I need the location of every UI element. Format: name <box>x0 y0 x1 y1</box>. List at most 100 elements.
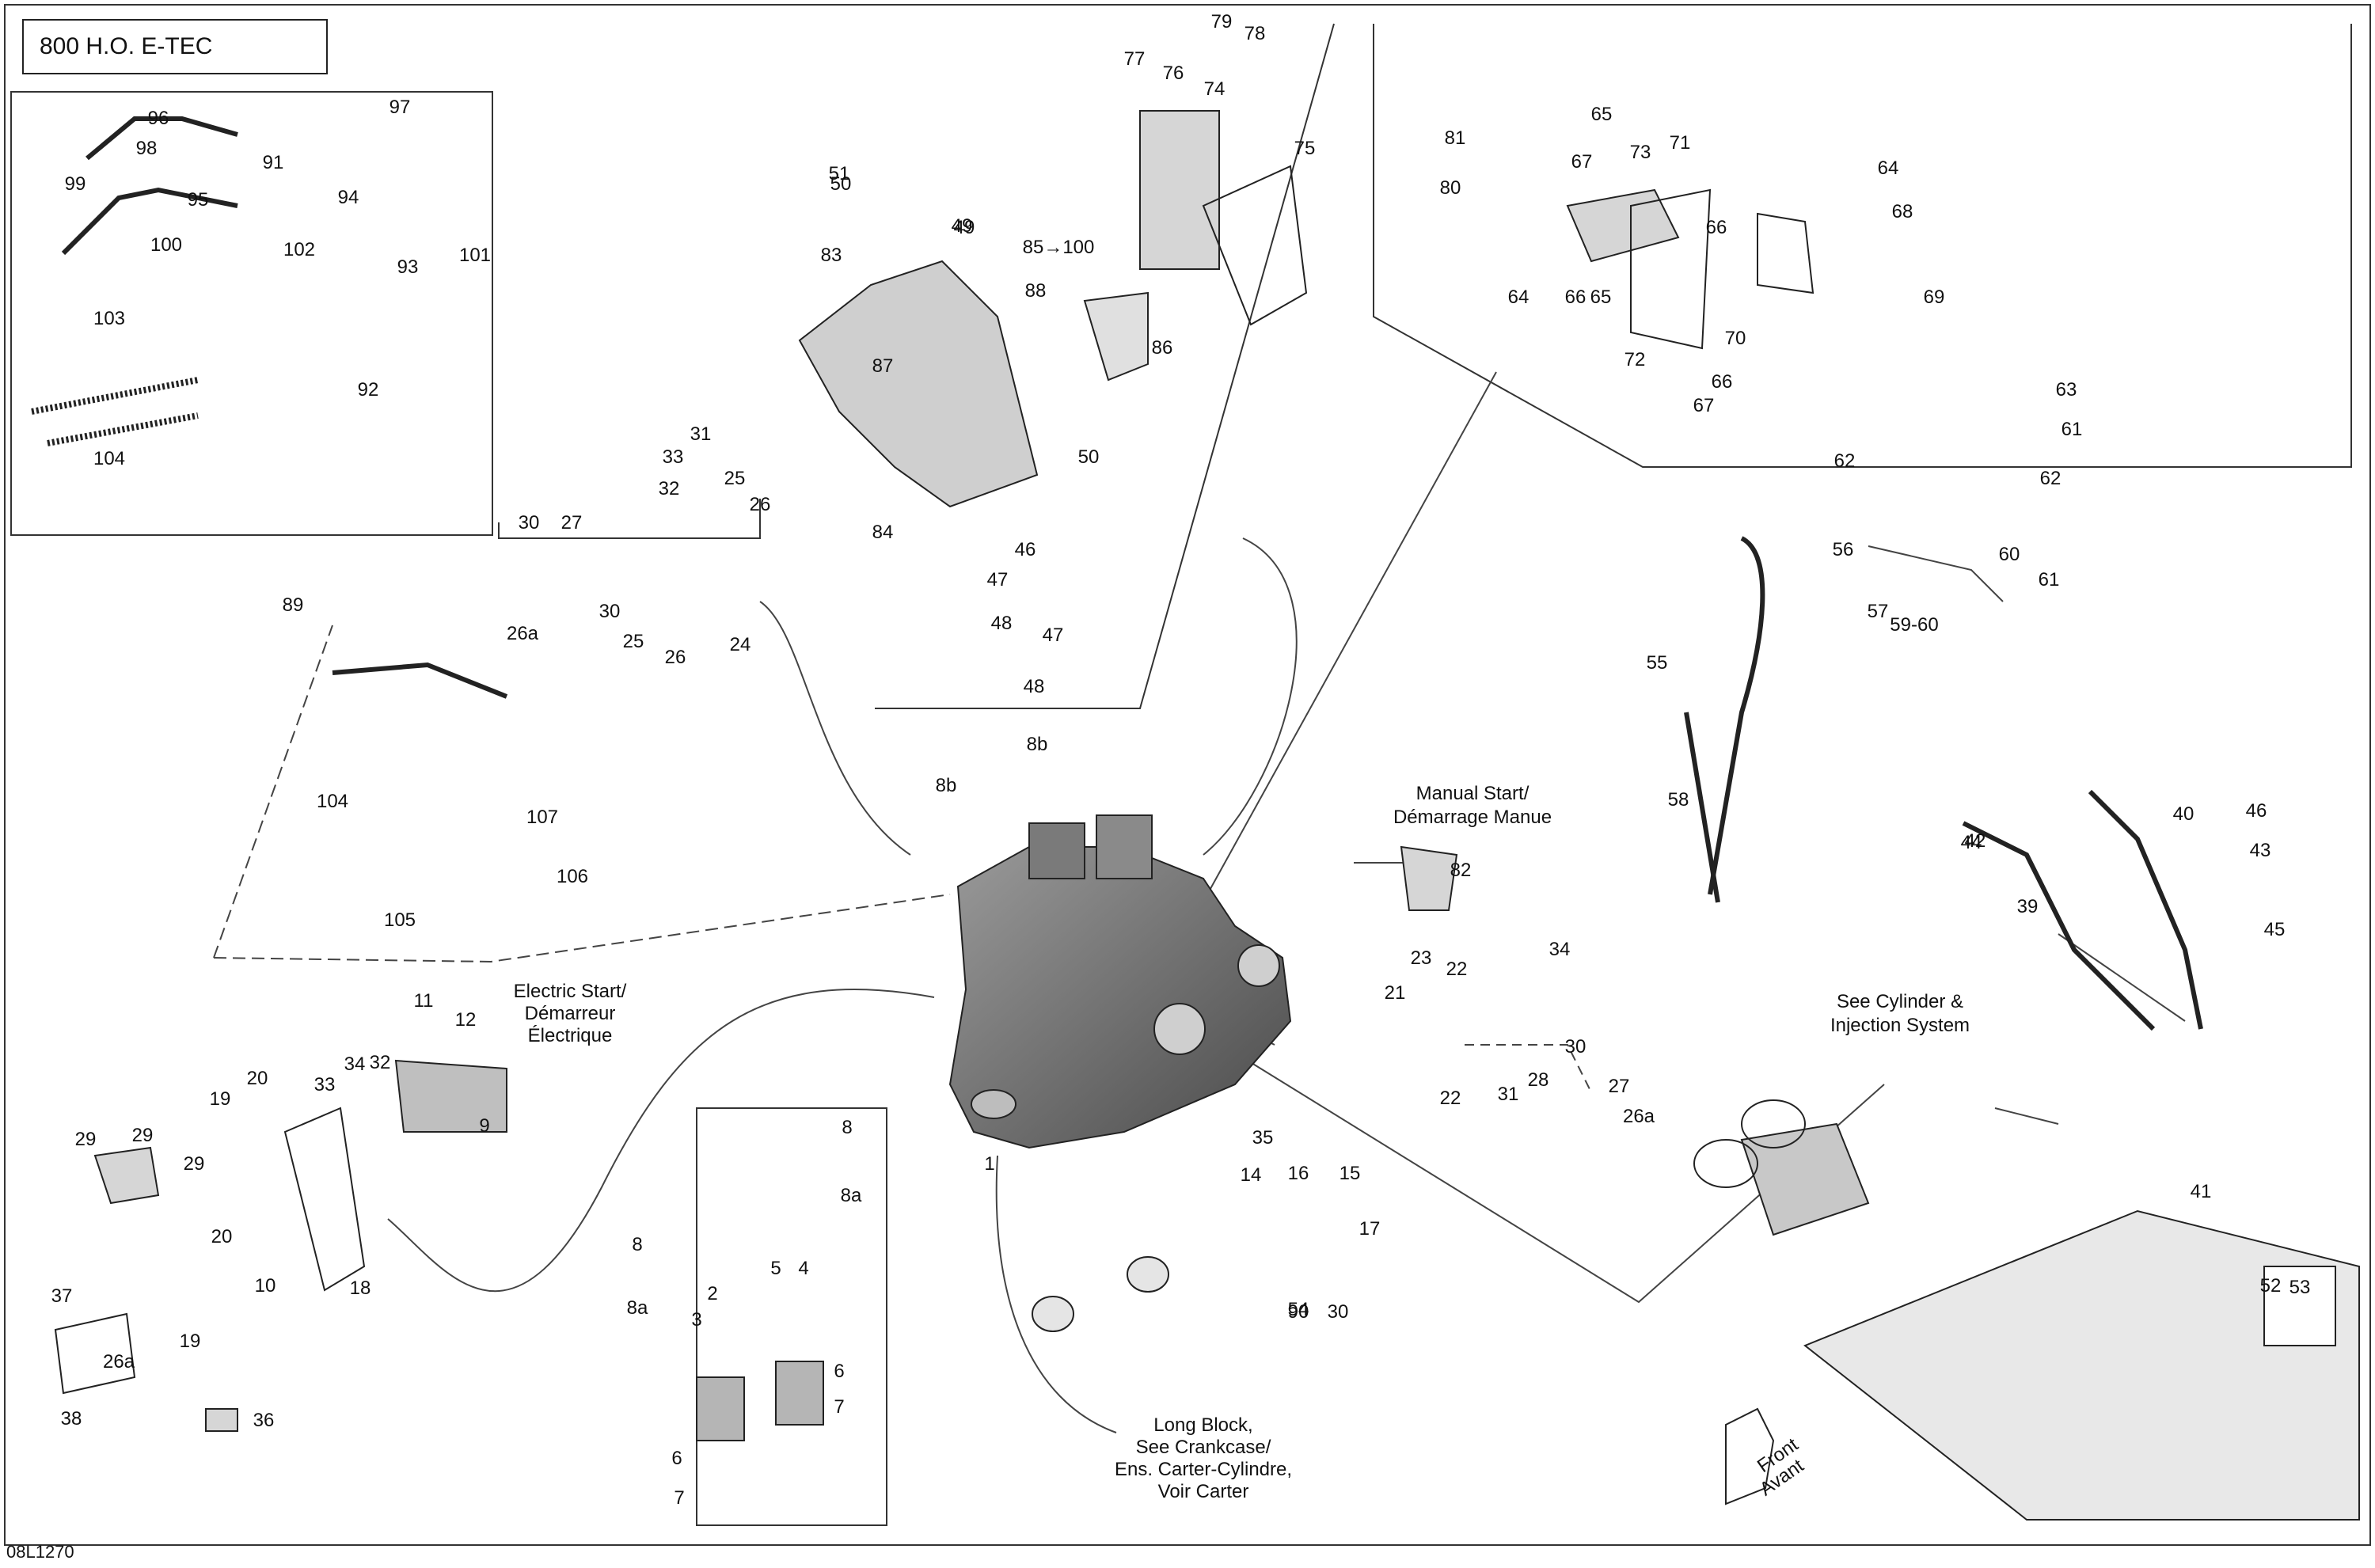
callout-label: 61 <box>2062 419 2083 440</box>
callout-label: 8b <box>1027 734 1048 755</box>
callout-label: 10 <box>255 1275 276 1297</box>
cylinder-note-2: Injection System <box>1830 1015 1970 1036</box>
callout-label: 77 <box>1124 48 1146 70</box>
callout-label: 6 <box>834 1361 844 1382</box>
callout-label: 7 <box>674 1487 684 1509</box>
callout-label: 33 <box>314 1074 336 1095</box>
callout-label: 86 <box>1152 337 1173 359</box>
callout-label: 34 <box>1549 939 1571 960</box>
callout-label: 74 <box>1204 78 1226 100</box>
callout-label: 4 <box>798 1258 808 1279</box>
callout-label: 29 <box>132 1125 154 1146</box>
callout-label: 100 <box>150 234 182 256</box>
callout-label: 25 <box>724 468 746 489</box>
callout-label: 15 <box>1340 1163 1361 1184</box>
ecm-bracket <box>1202 165 1308 326</box>
model-title-box: 800 H.O. E-TEC <box>22 19 328 74</box>
callout-label: 94 <box>338 187 359 208</box>
callout-label: 91 <box>263 152 284 173</box>
callout-label: 37 <box>51 1285 73 1307</box>
figure-code: 08L1270 <box>6 1542 74 1562</box>
callout-label: 60 <box>1999 544 2020 565</box>
model-title: 800 H.O. E-TEC <box>40 33 213 59</box>
module-62 <box>1566 188 1680 263</box>
callout-label: 17 <box>1359 1218 1381 1240</box>
callout-label: 65 <box>1590 287 1612 308</box>
callout-label: 101 <box>459 245 491 266</box>
callout-label: 80 <box>1440 177 1461 199</box>
callout-label: 64 <box>1878 158 1899 179</box>
callout-label: 93 <box>397 256 419 278</box>
callout-label: 21 <box>1385 982 1406 1004</box>
callout-label: 30 <box>1565 1036 1586 1057</box>
callout-label: 69 <box>1924 287 1945 308</box>
callout-label: 88 <box>1025 280 1047 302</box>
starter-9 <box>394 1059 507 1133</box>
callout-label: 41 <box>2191 1181 2212 1202</box>
callout-label: 62 <box>2040 468 2062 489</box>
callout-label: 27 <box>1609 1076 1630 1097</box>
manual-start-note-1: Manual Start/ <box>1416 783 1530 804</box>
callout-label: 32 <box>659 478 680 499</box>
callout-label: 39 <box>2017 896 2039 917</box>
callout-label: 42 <box>1965 830 1986 852</box>
callout-label: 28 <box>1528 1069 1549 1091</box>
electric-start-note-3: Électrique <box>528 1025 613 1046</box>
callout-label: 11 <box>414 990 434 1012</box>
callout-label: 31 <box>1498 1084 1519 1105</box>
callout-label: 65 <box>1591 104 1613 125</box>
callout-label: 6 <box>671 1448 682 1469</box>
bracket-62 <box>1757 212 1814 294</box>
callout-label: 7 <box>834 1396 844 1418</box>
callout-label: 59-60 <box>1890 614 1938 636</box>
callout-label: 9 <box>479 1115 489 1137</box>
callout-label: 38 <box>61 1408 82 1429</box>
manual-start-78 <box>1400 845 1458 911</box>
callout-label: 98 <box>136 138 158 159</box>
frame-border <box>4 4 2371 1546</box>
callout-label: 102 <box>283 239 315 260</box>
callout-label: 92 <box>358 379 379 401</box>
callout-label: 26 <box>750 494 771 515</box>
callout-label: 14 <box>1241 1164 1262 1186</box>
callout-label: 22 <box>1440 1088 1461 1109</box>
callout-label: 46 <box>1015 539 1036 560</box>
callout-label: 20 <box>247 1068 268 1089</box>
callout-label: 62 <box>1834 450 1856 472</box>
engine-mount-28 <box>93 1146 160 1205</box>
callout-label: 78 <box>1244 23 1266 44</box>
callout-label: 87 <box>872 355 894 377</box>
callout-label: 30 <box>1328 1301 1349 1323</box>
callout-label: 72 <box>1624 349 1646 370</box>
callout-label: 53 <box>2290 1277 2311 1298</box>
ecm-mount-68 <box>1630 188 1712 350</box>
long-block-note-3: Ens. Carter-Cylindre, <box>1115 1459 1292 1480</box>
callout-label: 76 <box>1163 63 1184 84</box>
callout-label: 18 <box>350 1278 371 1299</box>
callout-label: 47 <box>987 569 1009 590</box>
callout-label: 99 <box>65 173 86 195</box>
callout-label: 36 <box>253 1410 275 1431</box>
callout-label: 45 <box>2264 919 2286 940</box>
long-block-note-1: Long Block, <box>1153 1414 1252 1436</box>
electric-start-note-2: Démarreur <box>525 1003 616 1024</box>
callout-label: 43 <box>2250 840 2271 861</box>
callout-label: 61 <box>2039 569 2060 590</box>
callout-label: 8b <box>936 775 957 796</box>
part-sketches <box>54 110 2360 1521</box>
callout-label: 20 <box>211 1226 233 1247</box>
starter-bracket-18 <box>283 1107 366 1292</box>
callout-label: 63 <box>2056 379 2077 401</box>
callout-label: 26a <box>103 1351 135 1372</box>
callout-label: 105 <box>384 909 416 931</box>
callout-label: 29 <box>75 1129 97 1150</box>
callout-label: 49 <box>954 217 975 238</box>
callout-label: 2 <box>707 1283 717 1304</box>
mount-36 <box>54 1312 136 1395</box>
springs <box>31 377 199 446</box>
callout-label: 8 <box>842 1117 852 1138</box>
callout-label: 40 <box>2173 803 2194 825</box>
engine-long-block <box>948 814 1292 1149</box>
